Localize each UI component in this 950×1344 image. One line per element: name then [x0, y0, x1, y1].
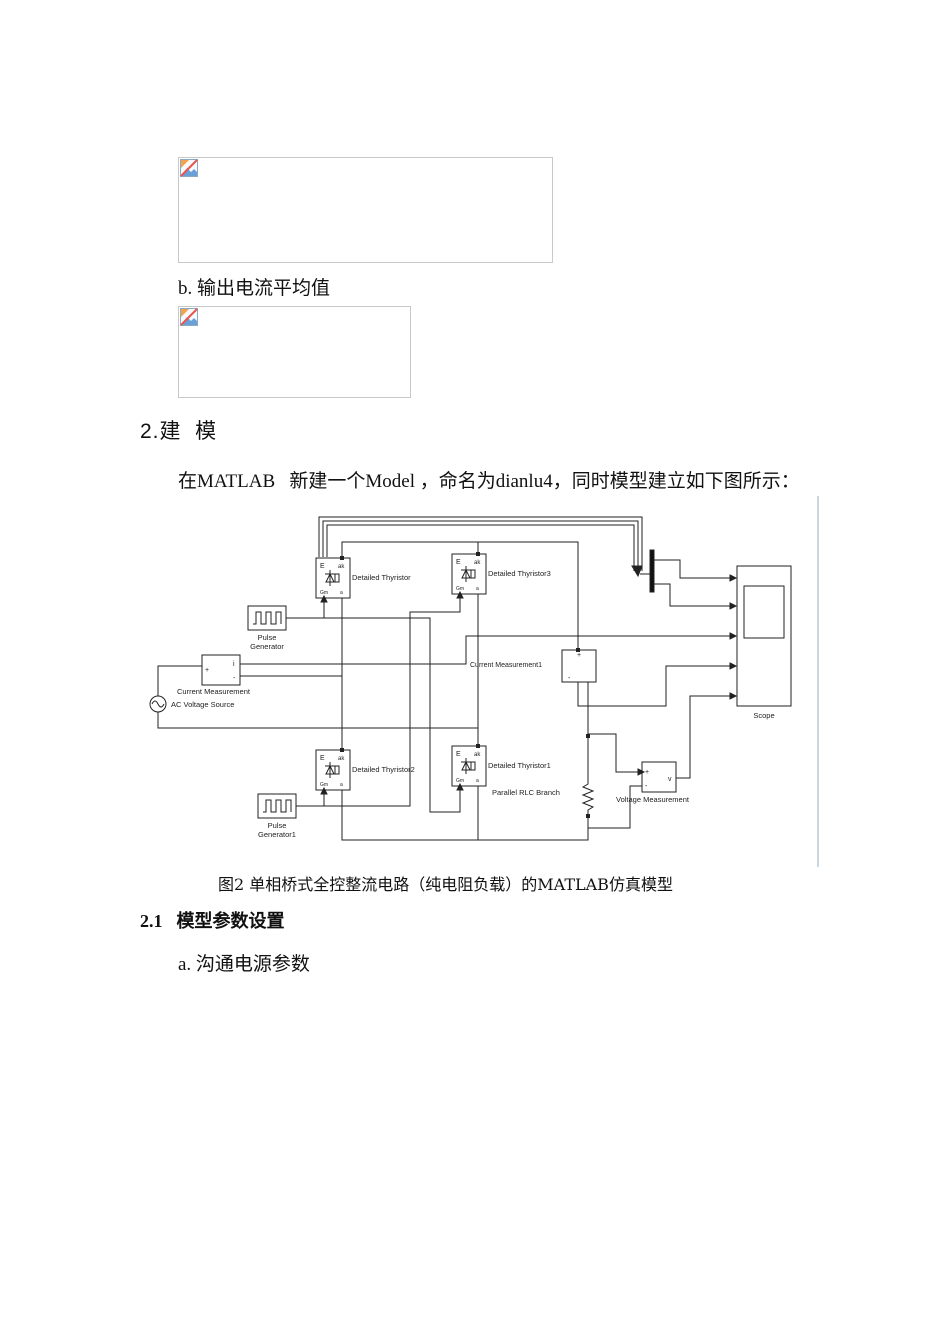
broken-image-placeholder: [178, 306, 411, 398]
figure-caption: 图2 单相桥式全控整流电路（纯电阻负载）的MATLAB仿真模型: [218, 875, 673, 894]
svg-text:Gm: Gm: [320, 590, 328, 596]
thyristor-block-d: E ak Gm a: [451, 745, 487, 787]
svg-text:ak: ak: [474, 752, 481, 758]
broken-image-placeholder: [178, 157, 553, 263]
svg-text:+: +: [205, 667, 209, 674]
svg-text:a: a: [476, 586, 479, 592]
list-item-b: b. 输出电流平均值: [178, 278, 331, 299]
pulse-generator1-label-2: Generator1: [258, 830, 296, 839]
thyristor-block-a: E ak Gm a: [315, 557, 351, 599]
ac-voltage-source-block: [149, 695, 167, 713]
subsection-title: 模型参数设置: [176, 911, 285, 931]
scope-label: Scope: [753, 711, 774, 720]
list-item-a: a. 沟通电源参数: [178, 954, 310, 975]
svg-text:-: -: [233, 675, 236, 682]
svg-text:Gm: Gm: [320, 782, 328, 788]
svg-text:v: v: [668, 776, 672, 783]
thyristor-a-label: Detailed Thyristor: [352, 573, 411, 582]
svg-text:a: a: [340, 590, 343, 596]
svg-text:Gm: Gm: [456, 778, 464, 784]
voltage-measurement-block: + - v: [641, 761, 677, 793]
subsection-heading: 2.1 模型参数设置: [140, 907, 285, 933]
broken-image-icon: [180, 159, 198, 177]
svg-text:ak: ak: [338, 564, 345, 570]
svg-text:+: +: [645, 769, 649, 776]
svg-text:E: E: [320, 755, 325, 762]
broken-image-icon: [180, 308, 198, 326]
svg-text:-: -: [568, 675, 571, 682]
section-heading: 2.建 模: [140, 420, 218, 443]
simulink-diagram: E ak Gm a Detailed Thyristor E ak Gm a D…: [140, 494, 830, 869]
current-measurement-label: Current Measurement: [177, 687, 251, 696]
svg-text:a: a: [476, 778, 479, 784]
subsection-number: 2.1: [140, 911, 163, 931]
pulse-generator-label-2: Generator: [250, 642, 284, 651]
svg-text:a: a: [340, 782, 343, 788]
pulse-generator-block: [247, 605, 287, 631]
pulse-generator-label-1: Pulse: [258, 633, 277, 642]
parallel-rlc-label: Parallel RLC Branch: [492, 788, 560, 797]
svg-text:Gm: Gm: [456, 586, 464, 592]
ac-voltage-source-label: AC Voltage Source: [171, 700, 234, 709]
pulse-generator1-label-1: Pulse: [268, 821, 287, 830]
svg-text:E: E: [456, 559, 461, 566]
paragraph: 在MATLAB 新建一个Model ，命名为dianlu4，同时模型建立如下图所…: [178, 471, 800, 492]
scope-block: [736, 565, 792, 707]
voltage-measurement-label: Voltage Measurement: [616, 795, 690, 804]
svg-text:ak: ak: [338, 756, 345, 762]
thyristor-block-c: E ak Gm a: [315, 749, 351, 791]
thyristor-d-label: Detailed Thyristor1: [488, 761, 551, 770]
svg-text:i: i: [233, 661, 235, 668]
svg-text:E: E: [456, 751, 461, 758]
current-measurement1-block: + -: [561, 649, 597, 683]
current-measurement1-label: Current Measurement1: [470, 662, 542, 669]
simulink-diagram-svg: E ak Gm a Detailed Thyristor E ak Gm a D…: [149, 496, 819, 867]
parallel-rlc-branch-block: [581, 778, 595, 816]
svg-text:+: +: [577, 652, 581, 659]
svg-text:E: E: [320, 563, 325, 570]
svg-text:-: -: [645, 783, 648, 790]
thyristor-b-label: Detailed Thyristor3: [488, 569, 551, 578]
thyristor-c-label: Detailed Thyristor2: [352, 765, 415, 774]
svg-text:ak: ak: [474, 560, 481, 566]
current-measurement-block: + i -: [201, 654, 241, 686]
thyristor-block-b: E ak Gm a: [451, 553, 487, 595]
pulse-generator1-block: [257, 793, 297, 819]
